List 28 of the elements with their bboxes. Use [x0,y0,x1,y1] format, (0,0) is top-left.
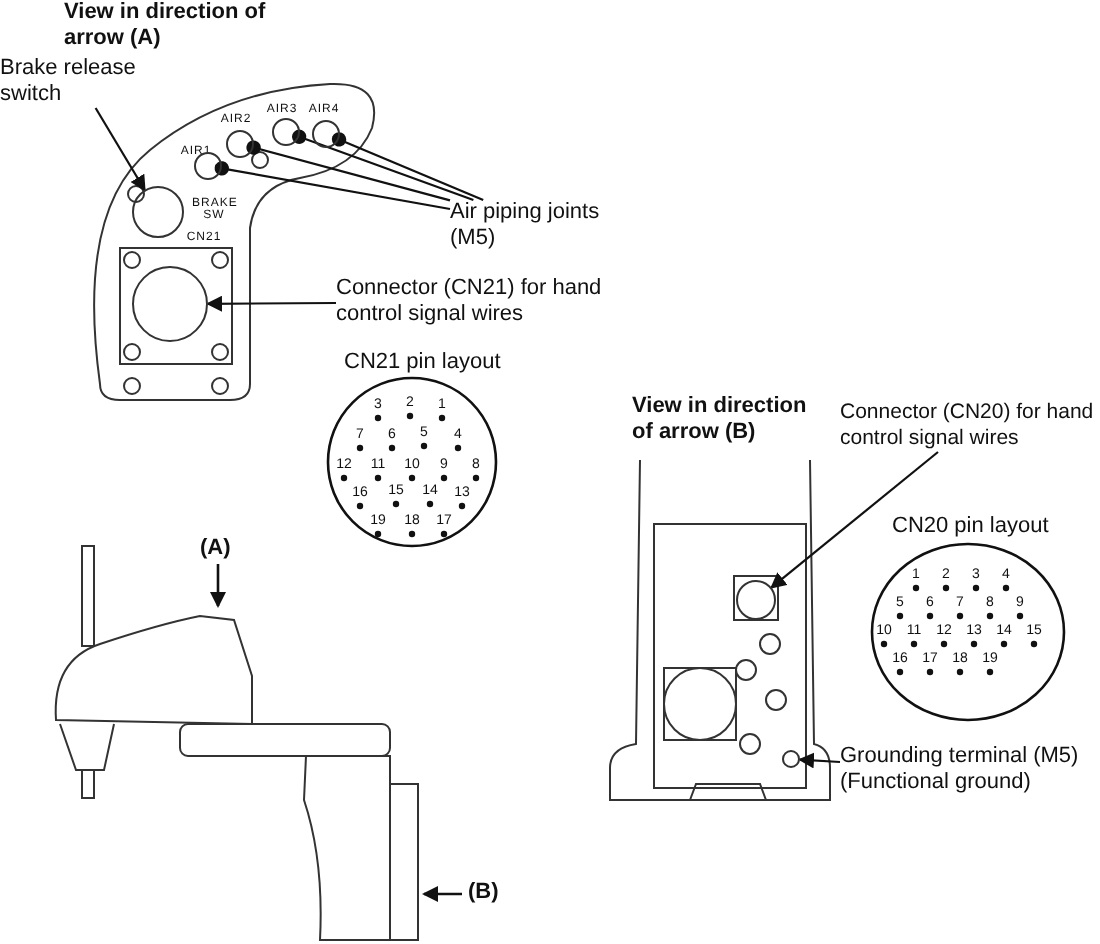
layout-heading: CN20 pin layout [892,514,1051,540]
callout-text: Connector (CN20) for hand control signal wires [840,400,1100,452]
connector-socket [132,266,208,342]
callout-text: (Functional ground) [840,770,1033,796]
callout-text: Connector (CN21) for hand control signal wires [336,276,626,328]
arrow-label: (A) [200,536,233,562]
connector-socket [736,580,776,620]
callout-text: Air piping joints (M5) [450,200,640,252]
brake-switch [132,186,184,238]
air-joint [272,118,300,146]
leader-line [214,161,451,211]
leader-line [770,451,939,589]
air-joint [312,120,340,148]
callout-text: Brake release switch [0,56,160,108]
callout-text: Grounding terminal (M5) [840,744,1081,770]
layout-heading: CN21 pin layout [344,350,503,376]
leader-line [246,140,451,202]
leader-line [292,129,474,202]
ground-terminal [782,750,800,768]
leader-line [798,752,841,769]
arrow-label: (B) [468,880,501,906]
view-title: View in direction of arrow (A) [64,0,268,52]
leader-line [206,295,336,312]
view-title: View in direction of arrow (B) [632,394,809,446]
air-joint [194,152,222,180]
leader-line [331,132,484,201]
air-joint [226,130,254,158]
leader-line [94,107,146,192]
